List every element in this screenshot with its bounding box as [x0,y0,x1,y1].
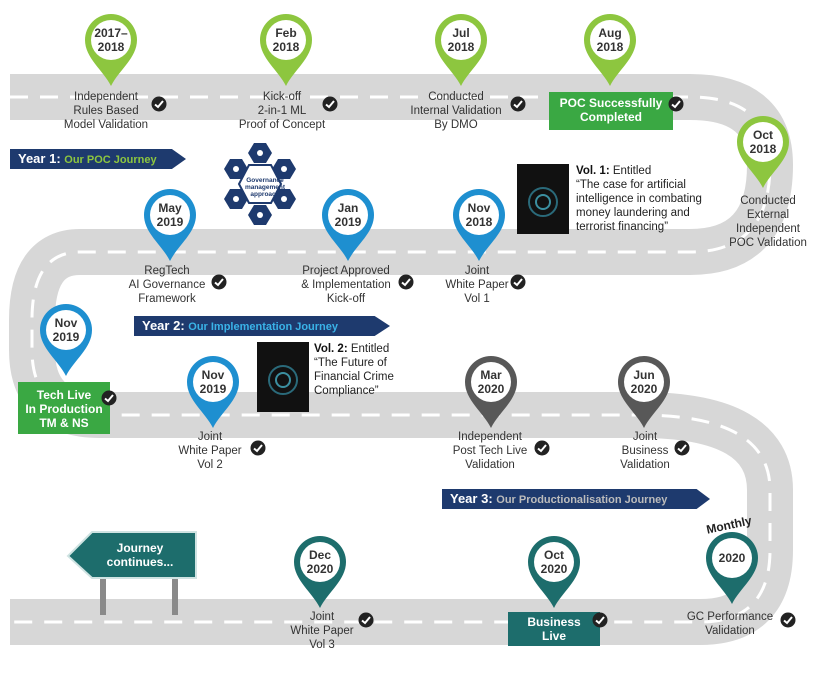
check-icon [211,274,227,290]
check-icon [668,96,684,112]
map-pin-icon [435,14,487,86]
signpost-board [66,531,197,579]
check-icon [510,274,526,290]
map-pin-icon [528,536,580,608]
pin-monthly-2020-marker: 2020 [702,528,762,606]
map-pin-icon [706,532,758,604]
map-pin-icon [294,536,346,608]
check-icon [101,390,117,406]
map-pin-icon [453,189,505,261]
governance-hexagon-diagram [224,143,296,225]
map-pin-icon [40,304,92,376]
check-icon [674,440,690,456]
pin-date: 2017–2018 [94,26,128,54]
check-icon [322,96,338,112]
check-icon [780,612,796,628]
check-icon [250,440,266,456]
map-pin-icon [187,356,239,428]
check-icon [592,612,608,628]
map-pin-icon [85,14,137,86]
check-icon [534,440,550,456]
pin-date: 2020 [718,551,746,565]
check-icon [398,274,414,290]
map-pin-icon [260,14,312,86]
white-paper-vol1-cover [517,164,569,234]
white-paper-vol1-text: Vol. 1: Entitled “The case for artificia… [576,165,702,233]
check-icon [151,96,167,112]
map-pin-icon [144,189,196,261]
year2-banner: Year 2: Our Implementation Journey [134,316,390,336]
map-pin-icon [465,356,517,428]
map-pin-icon [584,14,636,86]
pin-2017-2018-marker: 2017–2018 [81,10,141,88]
map-pin-icon [322,189,374,261]
year1-banner: Year 1: Our POC Journey [10,149,186,169]
white-paper-vol2-cover [257,342,309,412]
map-pin-icon [737,116,789,188]
check-icon [510,96,526,112]
map-pin-icon [618,356,670,428]
check-icon [358,612,374,628]
year3-banner: Year 3: Our Productionalisation Journey [442,489,710,509]
